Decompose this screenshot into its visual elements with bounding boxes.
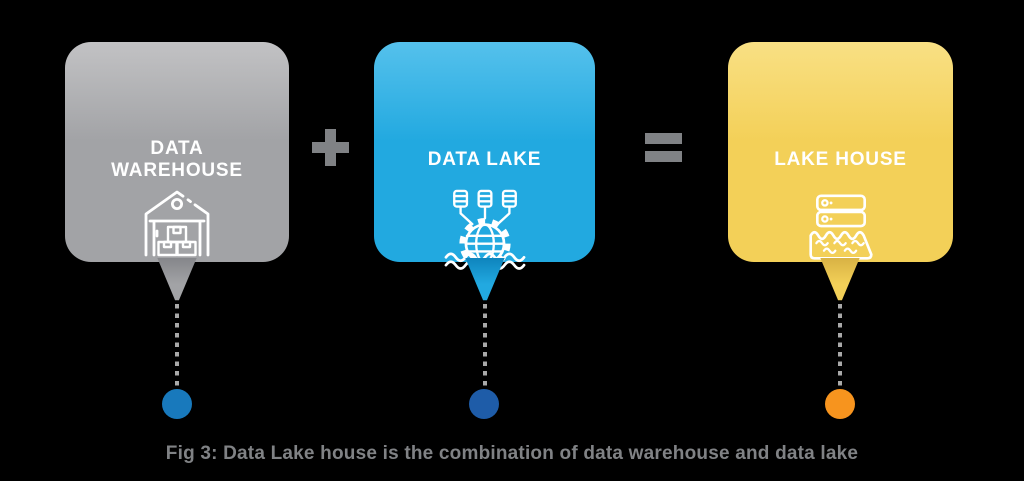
equals-operator [645,133,682,162]
connector-dot-data-lake [469,389,499,419]
card-title-data-lake: DATA LAKE [427,148,542,170]
dotted-connector-data-lake [483,304,487,388]
plus-bar-vertical [325,129,336,166]
card-tail-data-warehouse [157,258,197,301]
figure-caption: Fig 3: Data Lake house is the combinatio… [165,443,859,464]
warehouse-icon [137,184,217,262]
equals-bar-top [645,133,682,144]
card-title-data-warehouse: DATA WAREHOUSE [111,137,243,181]
equals-bar-bottom [645,151,682,162]
connector-dot-lake-house [825,389,855,419]
data-lake-icon [444,188,526,270]
card-data-lake: DATA LAKE [374,42,595,270]
connector-dot-data-warehouse [162,389,192,419]
card-tail-lake-house [820,258,860,301]
card-title-lake-house: LAKE HOUSE [774,148,907,170]
card-lake-house: LAKE HOUSE [728,42,953,262]
plus-operator [312,129,349,166]
dotted-connector-lake-house [838,304,842,388]
card-tail-data-lake [465,258,505,301]
lake-house-icon [805,192,877,264]
card-data-warehouse: DATA WAREHOUSE [65,42,289,262]
dotted-connector-data-warehouse [175,304,179,388]
